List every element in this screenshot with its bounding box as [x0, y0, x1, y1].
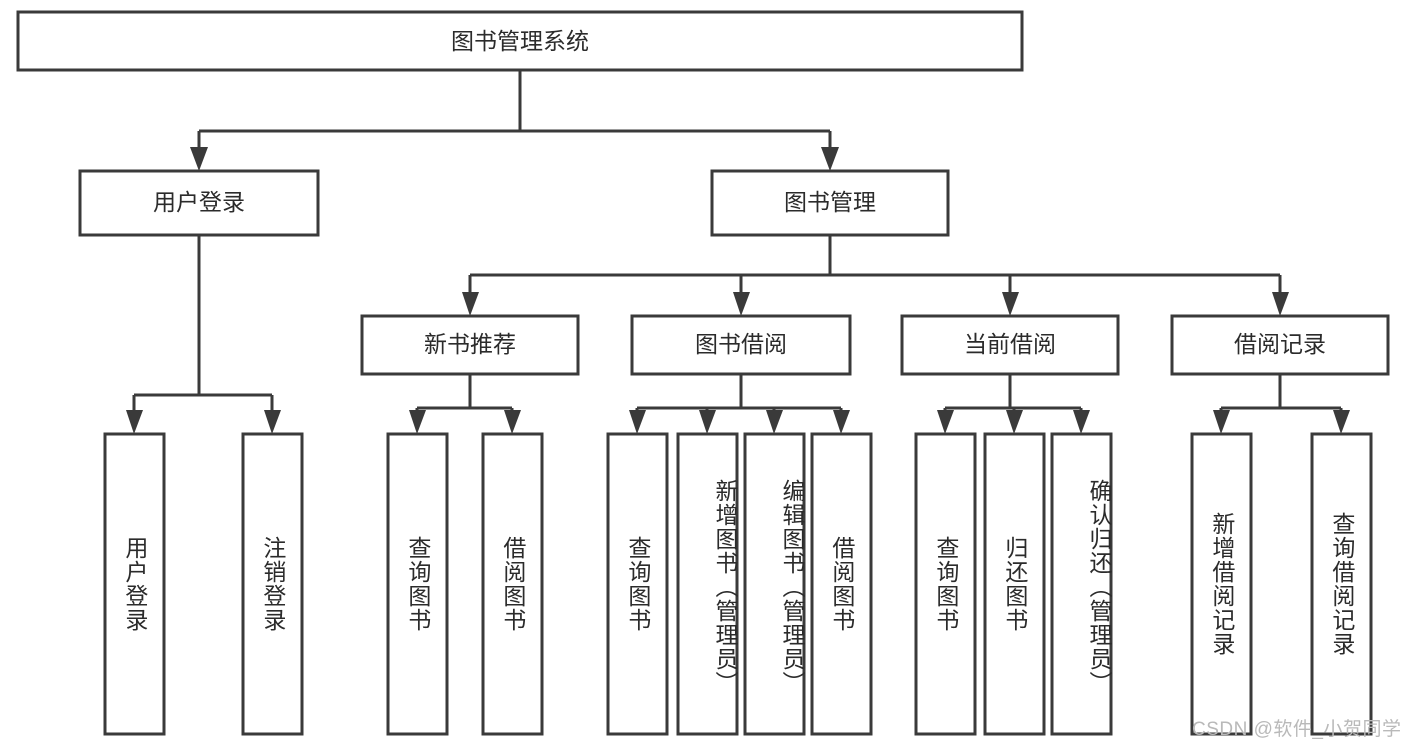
- leaf-logout-box[interactable]: [241, 432, 304, 736]
- leaf-return-book-box[interactable]: [983, 432, 1046, 736]
- leaf-user-login-box[interactable]: [103, 432, 166, 736]
- arrow-head-leaf-borrow-book-1: [504, 410, 521, 434]
- node-book-manage-label: 图书管理: [784, 189, 876, 215]
- node-borrow-record-label: 借阅记录: [1234, 331, 1326, 357]
- node-current-borrow[interactable]: 当前借阅: [900, 314, 1120, 376]
- node-book-borrow-box[interactable]: [630, 314, 852, 376]
- arrow-head-current-borrow: [1002, 292, 1019, 316]
- arrow-head-leaf-query-record: [1333, 410, 1350, 434]
- leaf-borrow-book-1-box[interactable]: [481, 432, 544, 736]
- node-borrow-record[interactable]: 借阅记录: [1170, 314, 1390, 376]
- leaf-boxes-group: [103, 432, 1373, 736]
- arrow-head-borrow-record: [1272, 292, 1289, 316]
- leaf-query-book-1-box[interactable]: [386, 432, 449, 736]
- node-new-book-rec[interactable]: 新书推荐: [360, 314, 580, 376]
- node-root-label: 图书管理系统: [451, 28, 589, 54]
- node-new-book-rec-label: 新书推荐: [424, 331, 516, 357]
- leaf-query-record-box[interactable]: [1310, 432, 1373, 736]
- arrow-head-leaf-edit-book: [766, 410, 783, 434]
- csdn-watermark: CSDN @软件_小贺同学: [1192, 719, 1402, 740]
- leaf-edit-book-box[interactable]: [743, 432, 806, 736]
- arrow-head-leaf-logout: [264, 410, 281, 434]
- arrow-head-book-borrow: [733, 292, 750, 316]
- arrow-head-leaf-add-book: [699, 410, 716, 434]
- leaf-add-record-box[interactable]: [1190, 432, 1253, 736]
- leaf-add-book-box[interactable]: [676, 432, 739, 736]
- node-root[interactable]: 图书管理系统: [16, 10, 1024, 72]
- arrow-head-leaf-query-book-3: [937, 410, 954, 434]
- leaf-confirm-return-box[interactable]: [1050, 432, 1113, 736]
- arrow-head-leaf-return-book: [1006, 410, 1023, 434]
- node-book-manage[interactable]: 图书管理: [710, 169, 950, 237]
- node-book-manage-box[interactable]: [710, 169, 950, 237]
- arrow-head-leaf-add-record: [1213, 410, 1230, 434]
- leaf-query-book-3-box[interactable]: [914, 432, 977, 736]
- node-borrow-record-box[interactable]: [1170, 314, 1390, 376]
- node-new-book-rec-box[interactable]: [360, 314, 580, 376]
- node-user-login-box[interactable]: [78, 169, 320, 237]
- arrow-head-leaf-confirm-return: [1073, 410, 1090, 434]
- node-current-borrow-label: 当前借阅: [964, 331, 1056, 357]
- node-user-login-label: 用户登录: [153, 189, 245, 215]
- arrow-head-new-book-rec: [462, 292, 479, 316]
- arrow-head-leaf-user-login: [126, 410, 143, 434]
- node-book-borrow-label: 图书借阅: [695, 331, 787, 357]
- node-user-login[interactable]: 用户登录: [78, 169, 320, 237]
- arrow-head-user-login: [190, 147, 208, 171]
- node-root-box[interactable]: [16, 10, 1024, 72]
- node-current-borrow-box[interactable]: [900, 314, 1120, 376]
- leaf-borrow-book-2-box[interactable]: [810, 432, 873, 736]
- connectors-group: [126, 70, 1350, 434]
- node-book-borrow[interactable]: 图书借阅: [630, 314, 852, 376]
- leaf-query-book-2-box[interactable]: [606, 432, 669, 736]
- arrow-head-leaf-query-book-2: [629, 410, 646, 434]
- arrow-head-leaf-borrow-book-2: [833, 410, 850, 434]
- arrow-head-book-manage: [821, 147, 839, 171]
- arrow-head-leaf-query-book-1: [409, 410, 426, 434]
